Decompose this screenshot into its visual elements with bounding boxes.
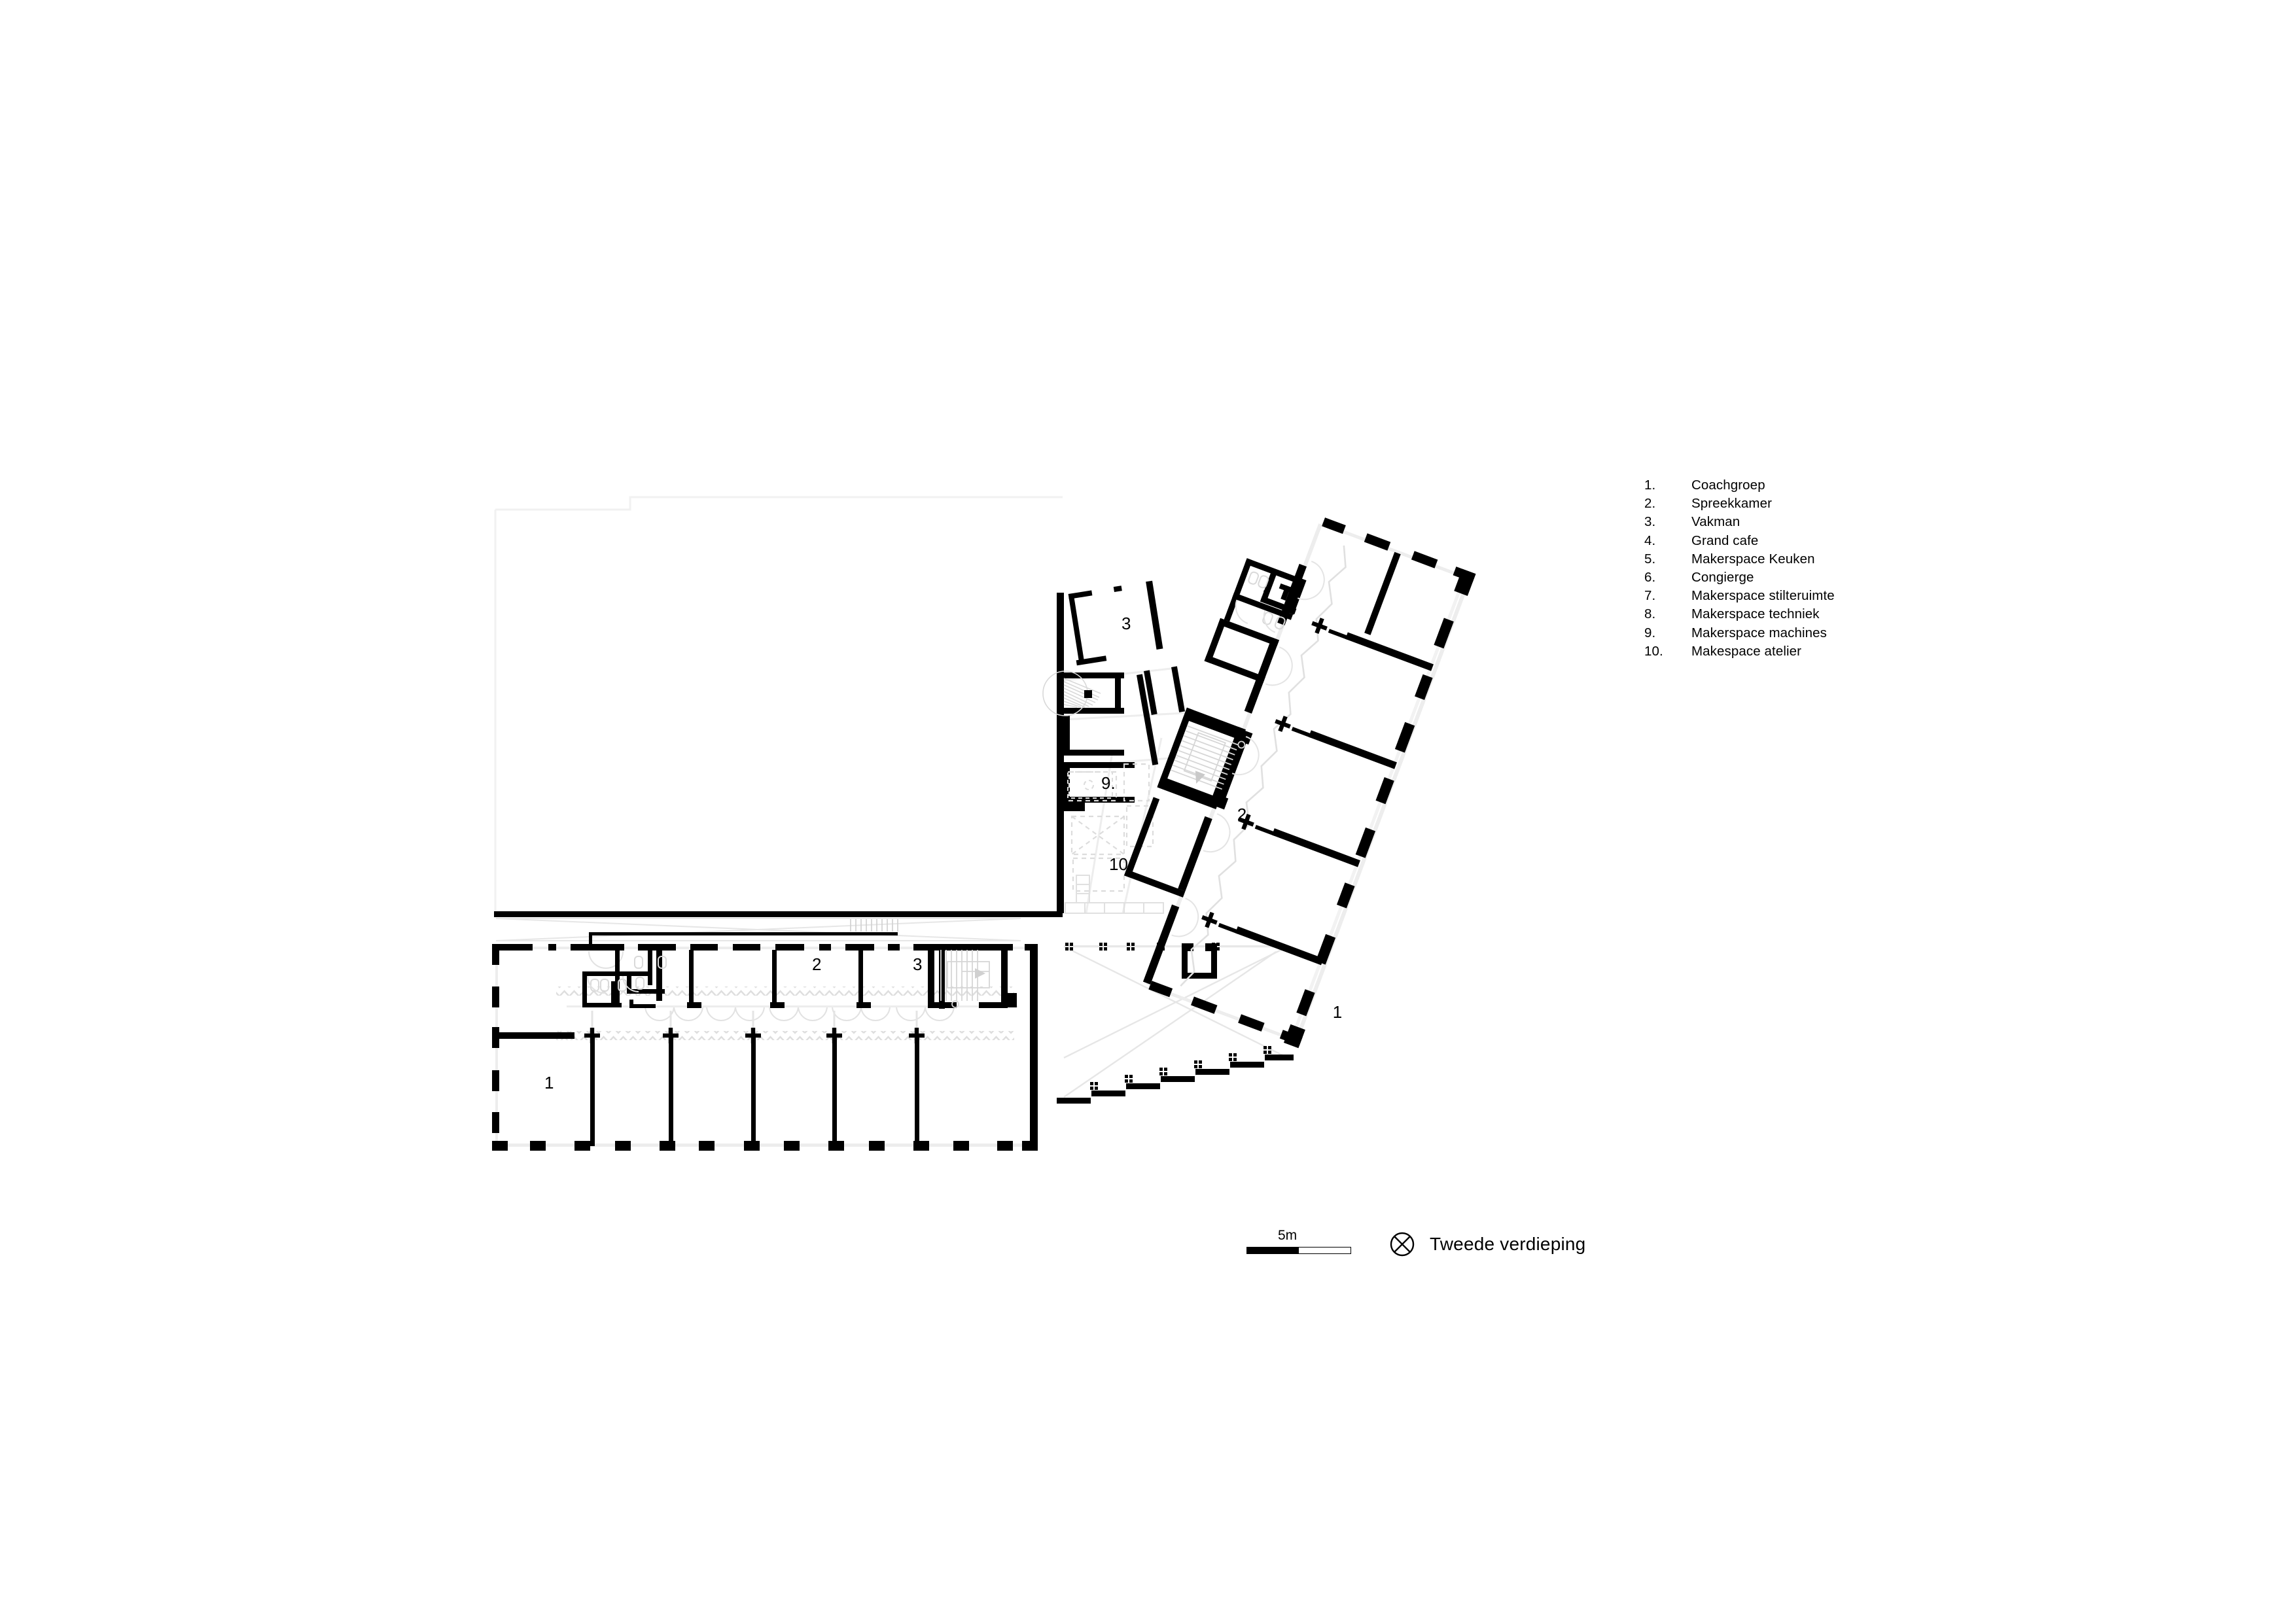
legend-number: 3. xyxy=(1644,514,1656,530)
courtyard-terrace xyxy=(1057,943,1294,1104)
angled-wing-stair-core xyxy=(1159,712,1253,810)
angled-wing-east-glazing xyxy=(1292,575,1472,1047)
legend-label: Makespace atelier xyxy=(1691,643,1802,659)
page-title: Tweede verdieping xyxy=(1430,1234,1586,1254)
link-room-3 xyxy=(1068,580,1163,666)
north-circle-x-icon xyxy=(1390,1232,1415,1257)
south-wing-south-column-row xyxy=(492,1141,1036,1151)
south-wing-east-heavy-wall xyxy=(1030,944,1038,1151)
corridor-guide-line xyxy=(567,1005,1018,1007)
stair-direction-arrow xyxy=(1195,771,1205,784)
legend-label: Vakman xyxy=(1691,514,1740,530)
legend-label: Makerspace Keuken xyxy=(1691,551,1815,567)
link-room-9-10 xyxy=(1065,763,1164,914)
angled-wing-east-partitions xyxy=(1218,551,1434,966)
room-number: 2 xyxy=(1237,805,1246,824)
legend-item: 4. Grand cafe xyxy=(1644,532,2011,550)
angled-wing-sanitary-core xyxy=(1224,558,1307,633)
legend-number: 10. xyxy=(1644,643,1663,659)
legend-number: 5. xyxy=(1644,551,1656,567)
legend-item: 1. Coachgroep xyxy=(1644,476,2011,495)
scale-bar-graphic xyxy=(1246,1247,1351,1254)
legend-label: Grand cafe xyxy=(1691,532,1759,548)
legend-label: Makerspace techniek xyxy=(1691,606,1820,622)
room-number: 10 xyxy=(1109,854,1128,874)
room-legend: 1. Coachgroep 2. Spreekkamer 3. Vakman 4… xyxy=(1644,476,2011,661)
room-number: 1 xyxy=(1333,1002,1342,1022)
south-wing-north-heavy-wall xyxy=(494,911,1063,917)
link-block: 3 9. 10 xyxy=(1042,580,1186,914)
legend-number: 9. xyxy=(1644,625,1656,640)
legend-number: 4. xyxy=(1644,532,1656,548)
legend-item: 10. Makespace atelier xyxy=(1644,642,2011,661)
stair-core-post xyxy=(1084,690,1092,698)
scale-bar: 5m xyxy=(1246,1228,1351,1259)
legend-number: 1. xyxy=(1644,478,1656,493)
legend-item: 5. Makerspace Keuken xyxy=(1644,550,2011,568)
room-number: 9. xyxy=(1101,773,1116,793)
existing-building-outline xyxy=(494,496,1063,913)
angled-wing-south-dashed-wall xyxy=(1148,981,1303,1046)
scale-bar-segment-open xyxy=(1299,1247,1351,1254)
legend-item: 9. Makerspace machines xyxy=(1644,624,2011,642)
south-wing: 1 2 3 xyxy=(492,911,1063,1151)
room-number: 3 xyxy=(913,954,922,974)
link-corridor-walls xyxy=(1137,666,1186,765)
south-wing-west-partition xyxy=(496,1032,574,1039)
legend-label: Coachgroep xyxy=(1691,478,1765,493)
equipment-outlines xyxy=(1068,763,1154,892)
room-number: 1 xyxy=(544,1073,554,1092)
scale-bar-label: 5m xyxy=(1278,1228,1298,1243)
south-wing-south-glazing xyxy=(496,1143,1035,1147)
south-wing-column-stubs xyxy=(590,1035,919,1146)
south-wing-room-numbers: 1 2 3 xyxy=(544,954,922,1092)
worktop-run xyxy=(1065,875,1164,914)
south-wing-stair-core xyxy=(928,944,1017,1008)
terrace-edge-line xyxy=(1064,945,1276,947)
angled-wing: 1 2 1 xyxy=(1123,517,1476,1049)
angled-wing-corridor-zigzag xyxy=(1180,545,1347,987)
legend-item: 6. Congierge xyxy=(1644,568,2011,587)
link-block-room-numbers: 3 9. 10 xyxy=(1101,614,1131,874)
legend-item: 7. Makerspace stilteruimte xyxy=(1644,587,2011,605)
stair-direction-arrow xyxy=(975,968,985,979)
legend-label: Congierge xyxy=(1691,569,1754,585)
angled-wing-north-dashed-wall xyxy=(1322,517,1476,583)
link-block-west-wall xyxy=(1057,593,1064,913)
legend-item: 3. Vakman xyxy=(1644,513,2011,531)
legend-item: 8. Makerspace techniek xyxy=(1644,605,2011,623)
angled-wing-room-numbers: 1 2 1 xyxy=(1237,585,1342,1022)
terrace-steps xyxy=(1057,1055,1294,1104)
room-number: 1 xyxy=(1262,585,1271,604)
legend-number: 7. xyxy=(1644,588,1656,604)
room-number: 2 xyxy=(812,954,821,974)
south-wing-north-partitions xyxy=(687,950,945,1009)
overhead-beam xyxy=(589,919,898,947)
room-number: 3 xyxy=(1122,614,1131,633)
legend-number: 6. xyxy=(1644,569,1656,585)
drawing-footer: 5m Tweede verdieping xyxy=(1246,1228,1586,1259)
ceiling-ghost-lines xyxy=(495,918,1021,941)
angled-wing-door-swings xyxy=(1171,561,1325,937)
south-wing-sanitary-core xyxy=(582,950,667,1008)
legend-label: Spreekkamer xyxy=(1691,496,1773,512)
courtyard-u-element xyxy=(1182,943,1217,979)
legend-number: 2. xyxy=(1644,496,1656,512)
legend-number: 8. xyxy=(1644,606,1656,622)
south-wing-north-glazing xyxy=(496,947,1035,949)
scale-bar-segment-filled xyxy=(1246,1247,1299,1254)
legend-label: Makerspace stilteruimte xyxy=(1691,588,1835,604)
legend-item: 2. Spreekkamer xyxy=(1644,495,2011,513)
legend-label: Makerspace machines xyxy=(1691,625,1827,640)
